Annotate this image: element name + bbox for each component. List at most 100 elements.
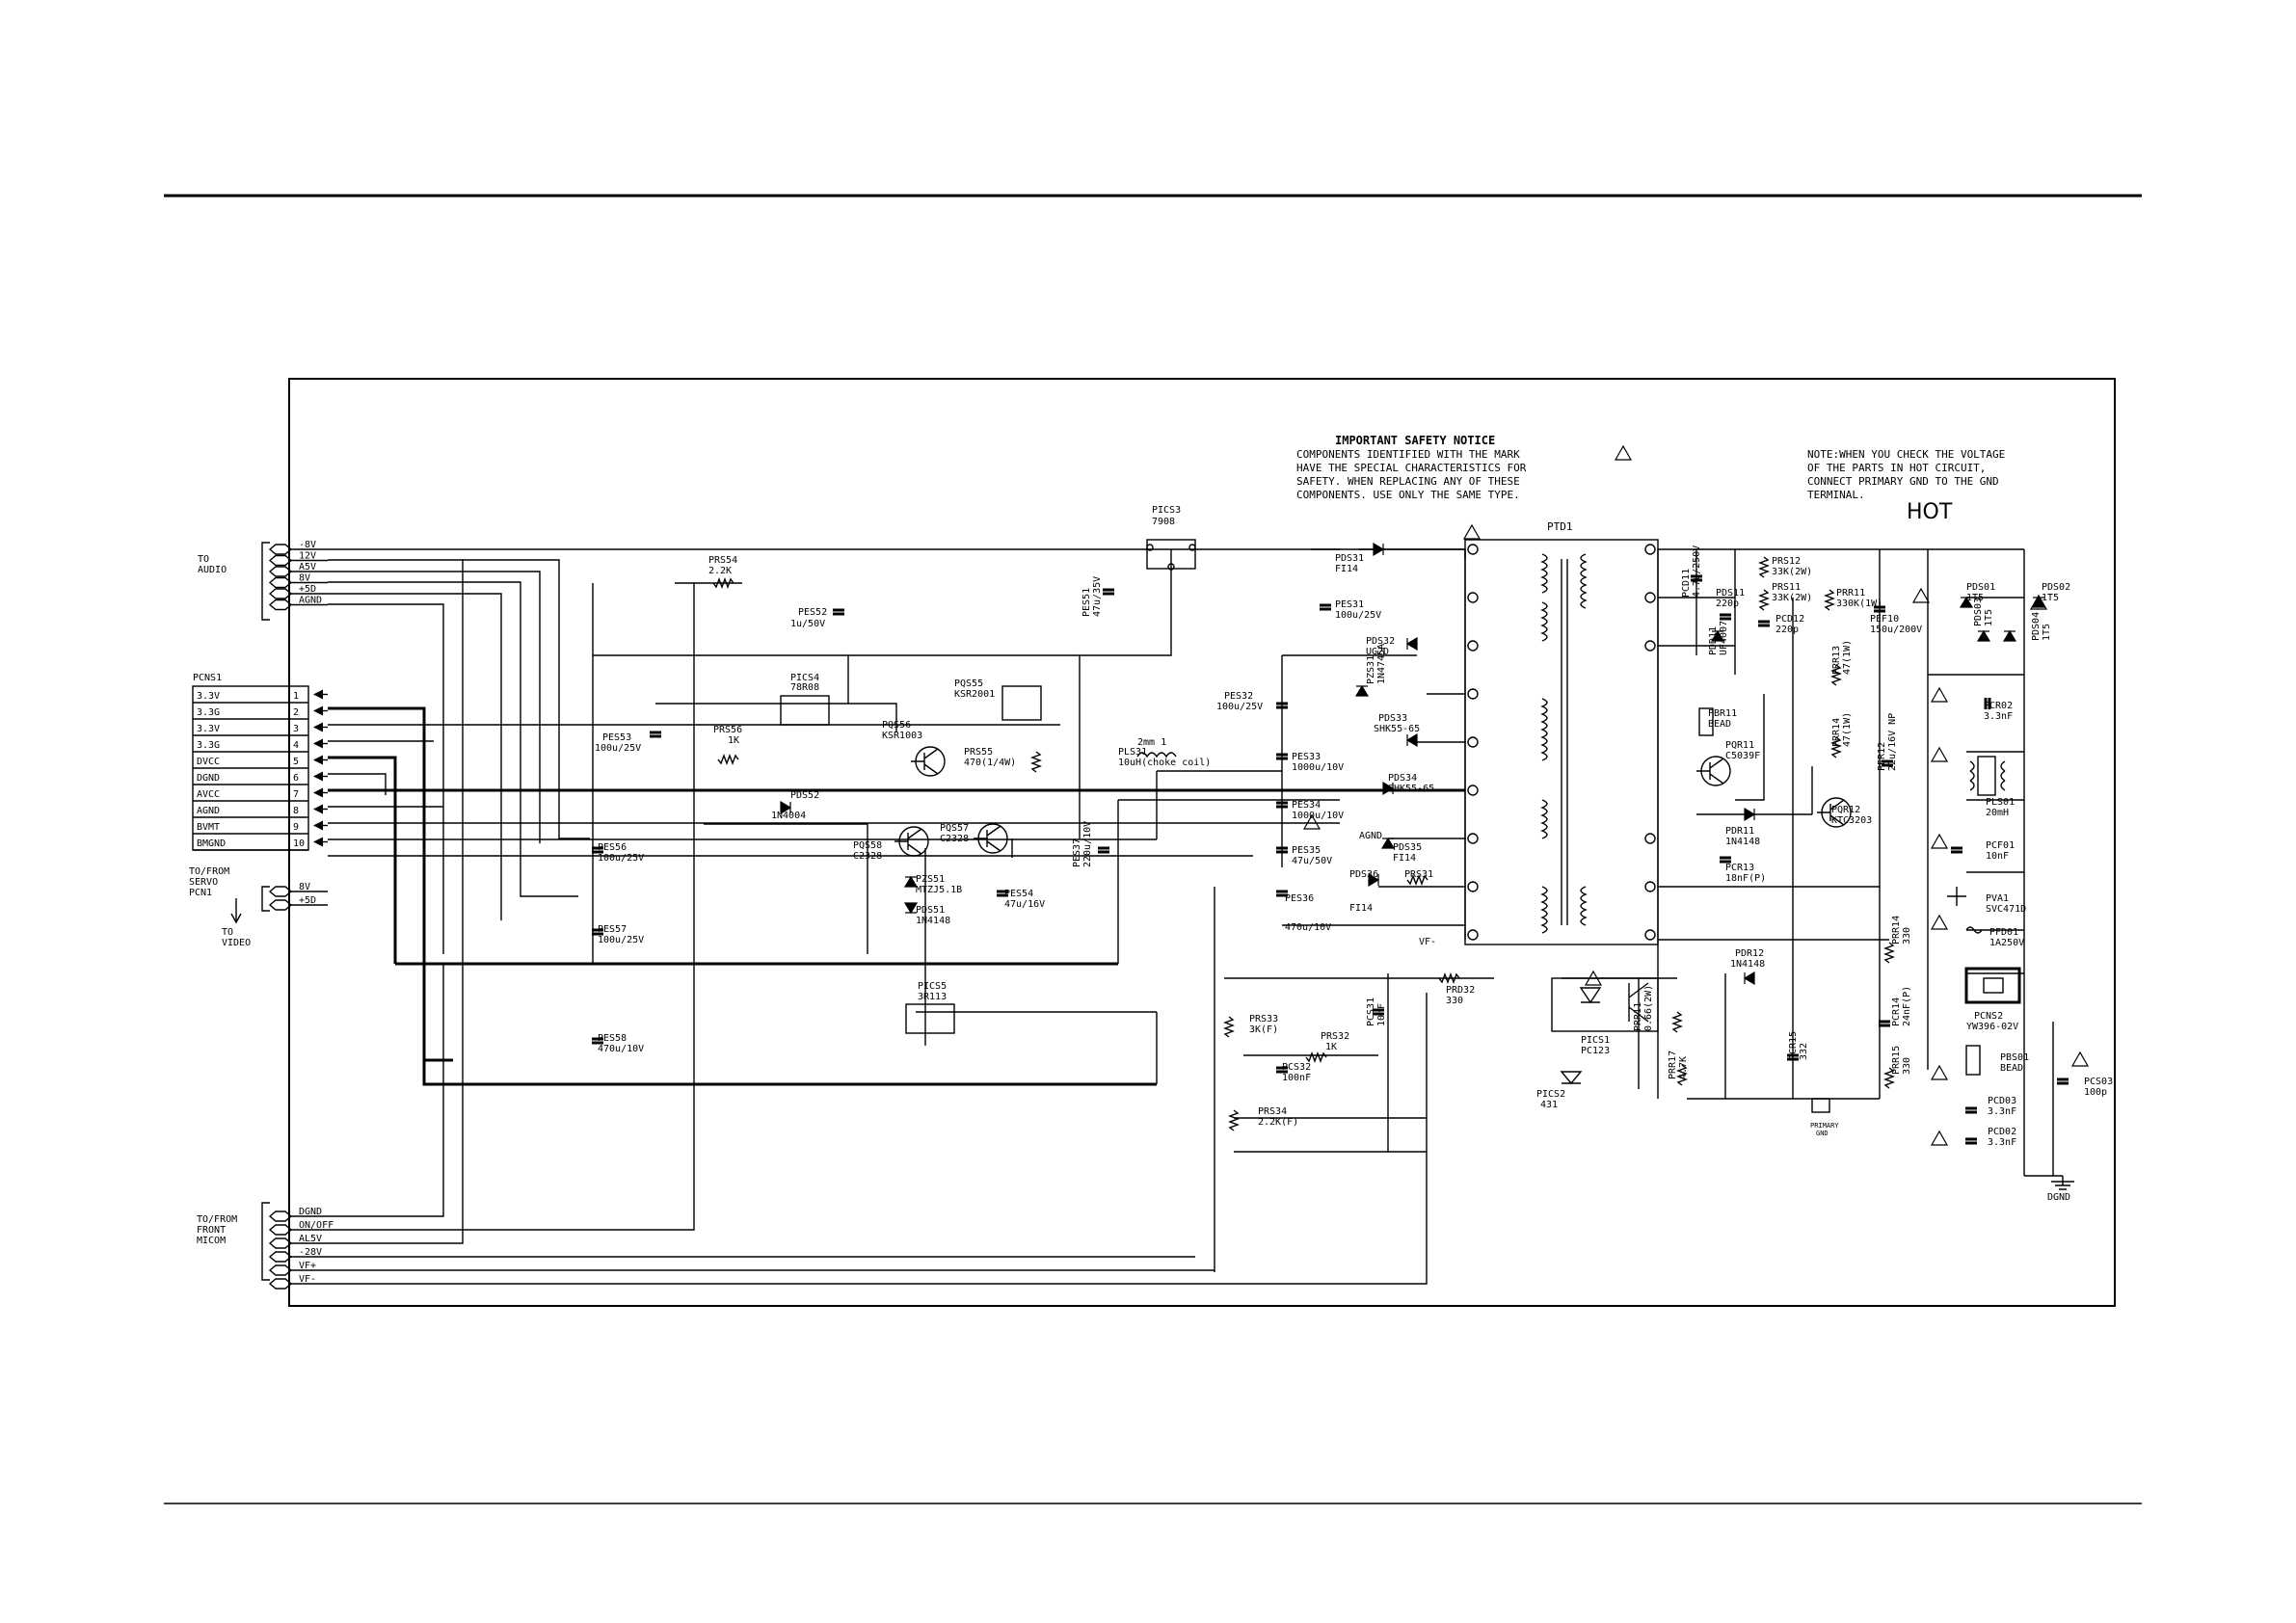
ic-symbol xyxy=(1001,685,1042,721)
micom-pin xyxy=(268,1251,293,1263)
ground-icon xyxy=(2051,1181,2074,1190)
transformer-pin xyxy=(1644,833,1656,844)
pcns1-name: PCNS1 xyxy=(193,673,222,683)
pcns1-pin-number: 4 xyxy=(293,740,299,751)
pcns2-value: YW396-02V xyxy=(1966,1022,2018,1032)
pcns1-pin-label: AGND xyxy=(197,806,220,816)
pcns1-pin-label: BVMT xyxy=(197,822,220,833)
capacitor-symbol xyxy=(1098,846,1109,854)
pva1-value: SVC471D xyxy=(1986,904,2026,915)
safety-notice-line-2: HAVE THE SPECIAL CHARACTERISTICS FOR xyxy=(1296,462,1527,474)
warning-triangle-icon xyxy=(1930,686,1949,703)
prr15-value: 330 xyxy=(1902,1057,1912,1075)
pcns1-pin-label: BMGND xyxy=(197,838,226,849)
pds52-name: PDS52 xyxy=(790,790,819,801)
transformer-pin xyxy=(1644,929,1656,941)
capacitor-symbol xyxy=(1758,620,1770,627)
transformer-ptd1 xyxy=(1462,523,1659,945)
capacitor-symbol xyxy=(1276,801,1288,809)
varistor-symbol xyxy=(1947,887,1966,906)
pcd03-name: PCD03 xyxy=(1988,1096,2016,1106)
pbr11-name: PBR11 xyxy=(1708,708,1737,719)
diode-symbol xyxy=(903,875,919,888)
prr11-value: 330K(1W) xyxy=(1836,599,1882,609)
safety-notice-line-1: COMPONENTS IDENTIFIED WITH THE MARK xyxy=(1296,448,1520,461)
resistor-symbol xyxy=(1305,1051,1327,1063)
pcs31-name: PCS31 xyxy=(1366,998,1376,1026)
pcd02-name: PCD02 xyxy=(1988,1127,2016,1137)
ptd1-name: PTD1 xyxy=(1547,520,1573,533)
pics4-name: PICS4 xyxy=(790,673,819,683)
prs32-name: PRS32 xyxy=(1321,1031,1349,1042)
pds11-name: PDS11 xyxy=(1716,588,1745,599)
safety-notice-line-4: COMPONENTS. USE ONLY THE SAME TYPE. xyxy=(1296,489,1520,501)
choke-coil xyxy=(1969,760,1975,772)
arrow-icon xyxy=(313,771,323,782)
transformer-pin xyxy=(1467,833,1479,844)
pes56-value: 100u/25V xyxy=(598,853,644,864)
capacitor-symbol xyxy=(592,928,603,936)
safety-notice-title: IMPORTANT SAFETY NOTICE xyxy=(1335,434,1495,447)
pics3-value: 7908 xyxy=(1152,517,1175,527)
diode-symbol xyxy=(1382,781,1395,796)
resistor-symbol xyxy=(1758,556,1770,578)
prs55-name: PRS55 xyxy=(964,747,993,758)
ic-symbol xyxy=(780,695,830,726)
prs11-value: 33K(2W) xyxy=(1772,593,1812,603)
transformer-pin xyxy=(1644,640,1656,652)
diode-symbol xyxy=(780,800,792,815)
capacitor-symbol xyxy=(1720,613,1731,621)
pqr11-name: PQR11 xyxy=(1725,740,1754,751)
resistor-symbol xyxy=(1830,664,1842,686)
net-turns: 2mm 1 xyxy=(1137,737,1166,748)
resistor-symbol xyxy=(1830,736,1842,758)
pes52-name: PES52 xyxy=(798,607,827,618)
micom-pin-label: ON/OFF xyxy=(299,1220,334,1231)
capacitor-symbol xyxy=(1276,846,1288,854)
pcns1-pin-number: 2 xyxy=(293,707,299,718)
prr13-name: PRR13 xyxy=(1831,646,1842,675)
pics3-name: PICS3 xyxy=(1152,505,1181,516)
warning-triangle-icon xyxy=(1930,1064,1949,1080)
resistor-symbol xyxy=(1030,751,1042,773)
hot-note-line-4: TERMINAL. xyxy=(1807,489,1865,501)
pes35-value: 47u/50V xyxy=(1292,856,1332,866)
warning-triangle-icon xyxy=(1302,813,1322,830)
diode-symbol xyxy=(1976,629,1991,642)
warning-triangle-icon xyxy=(1614,444,1633,461)
pcns1-pin-number: 5 xyxy=(293,757,299,767)
arrow-icon xyxy=(313,689,323,700)
audio-pin-label: -8V xyxy=(299,540,316,550)
pes36-name: PES36 xyxy=(1285,893,1314,904)
prr14b-name: PRR14 xyxy=(1891,916,1902,945)
pds04-name: PDS04 xyxy=(2031,612,2042,641)
pcns1-pin-number: 1 xyxy=(293,691,299,702)
pcr14-name: PCR14 xyxy=(1891,998,1902,1026)
servo-label-3: PCN1 xyxy=(189,888,212,898)
per12-value: 22u/16V NP xyxy=(1887,713,1898,771)
transformer-pin xyxy=(1467,736,1479,748)
pcr13-name: PCR13 xyxy=(1725,863,1754,873)
transformer-winding xyxy=(1540,553,1548,594)
pds31-value: FI14 xyxy=(1335,564,1358,574)
pqs58-name: PQS58 xyxy=(853,840,882,851)
audio-pin xyxy=(268,566,293,577)
diode-symbol xyxy=(2002,629,2017,642)
pls31-name: PLS31 xyxy=(1118,747,1147,758)
micom-pin xyxy=(268,1278,293,1290)
bead-symbol xyxy=(1698,707,1714,736)
pqr12-name: PQR12 xyxy=(1831,805,1860,815)
capacitor-symbol xyxy=(1787,1053,1799,1061)
pes32-value: 100u/25V xyxy=(1216,702,1263,712)
capacitor-symbol xyxy=(997,890,1008,897)
video-label-2: VIDEO xyxy=(222,938,251,948)
capacitor-symbol xyxy=(1373,1008,1384,1016)
pdr12-value: 1N4148 xyxy=(1730,959,1765,970)
pzs31-value: 1N4745A xyxy=(1376,644,1387,684)
pcd11-name: PCD11 xyxy=(1681,569,1692,598)
pics2-name: PICS2 xyxy=(1536,1089,1565,1100)
hot-label: HOT xyxy=(1907,500,1953,524)
pcns1-pin-number: 10 xyxy=(293,838,305,849)
